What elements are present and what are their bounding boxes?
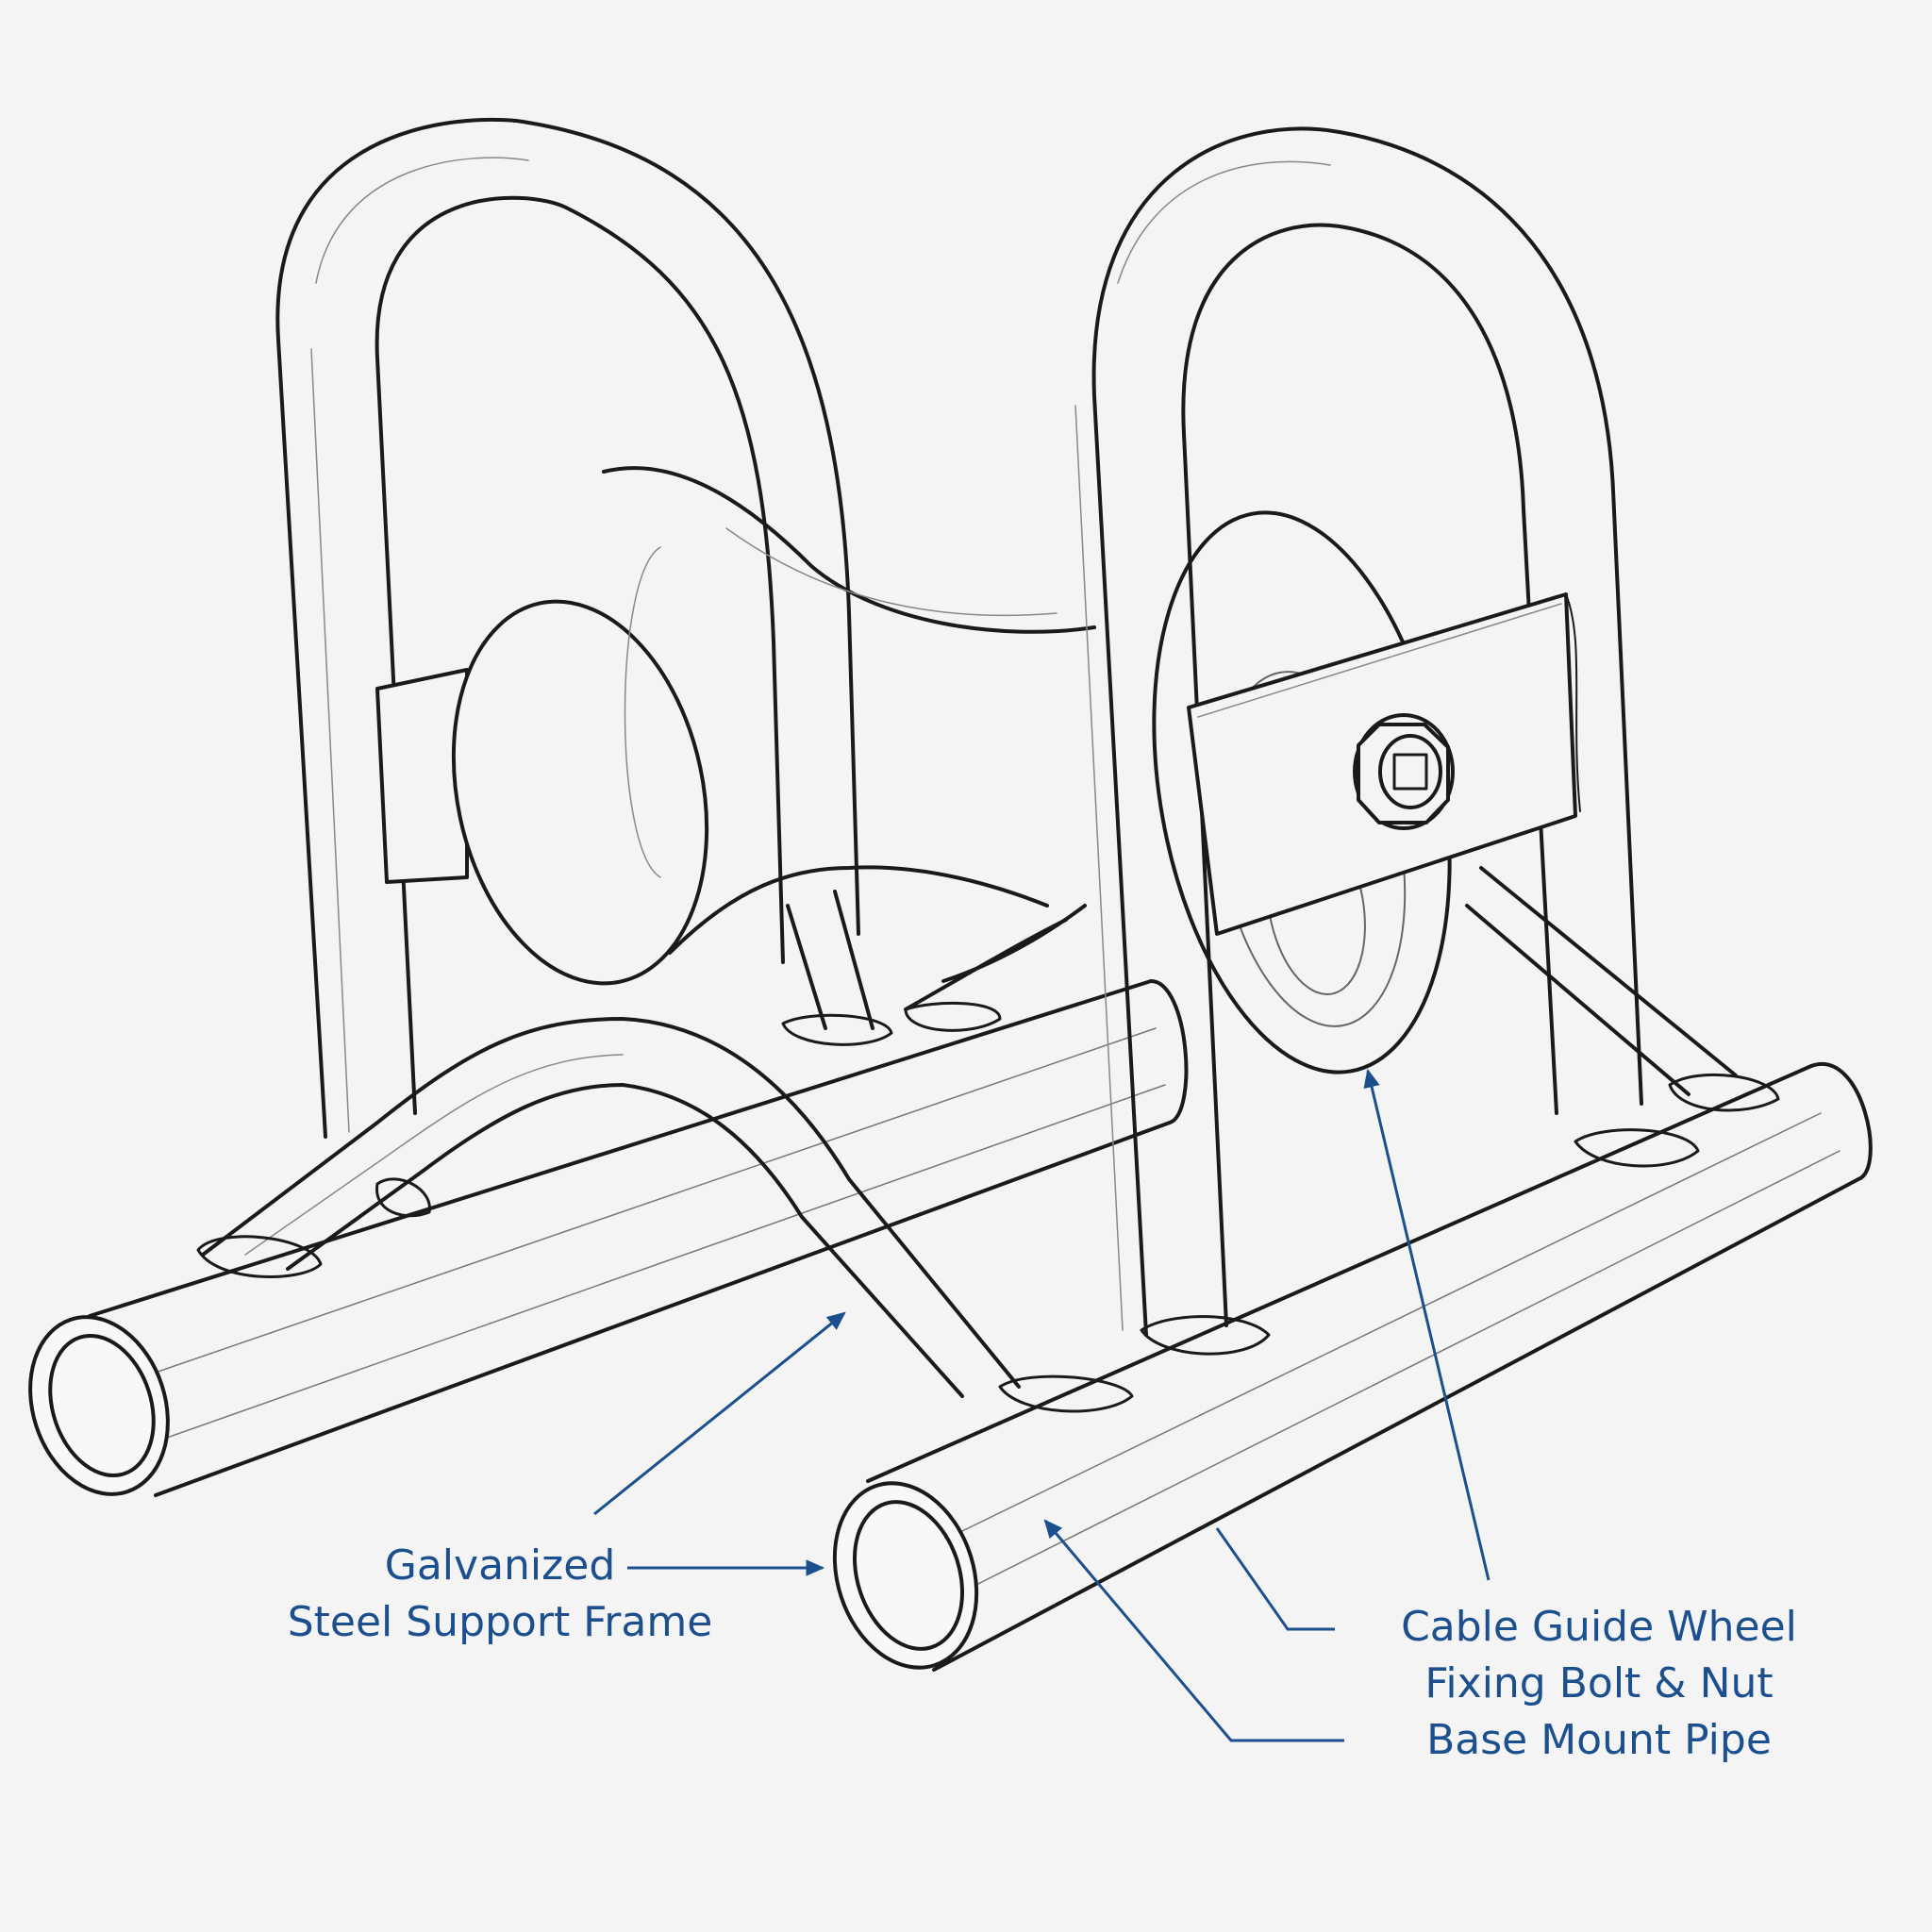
front-base-pipe [832,1061,1873,1672]
leader-bolt [1215,1527,1335,1631]
back-base-pipe [28,979,1189,1497]
annotation-leaders [593,1068,1491,1742]
label-support-frame: Galvanized Steel Support Frame [236,1538,764,1651]
left-arch-frame [275,117,860,1139]
label-base-mount-pipe: Base Mount Pipe [1426,1716,1772,1764]
label-cable-guide-wheel: Cable Guide Wheel [1401,1603,1797,1651]
label-support-frame-line1: Galvanized [384,1541,616,1590]
fixing-bolt-nut [1353,713,1455,830]
leader-frame-upper [593,1311,846,1516]
left-diagonal-brace [196,1017,1021,1398]
label-support-frame-line2: Steel Support Frame [287,1598,713,1646]
leader-pipe [1043,1519,1344,1742]
leader-wheel [1363,1068,1491,1581]
label-fixing-bolt-nut: Fixing Bolt & Nut [1424,1659,1774,1707]
right-back-brace [1465,866,1780,1112]
label-group-right: Cable Guide Wheel Fixing Bolt & Nut Base… [1373,1599,1825,1769]
right-arch-frame [998,126,1700,1413]
back-cross-bars [781,890,1087,1046]
